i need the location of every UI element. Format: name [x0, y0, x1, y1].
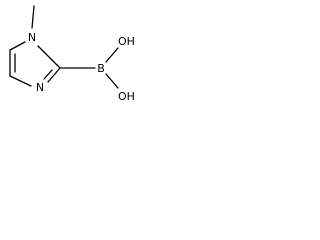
atom-label-n-ring: N	[36, 81, 44, 94]
atom-label-n-methyl: N	[28, 31, 36, 44]
b-oh-bottom-bond	[105, 73, 119, 89]
methyl-bond	[31, 5, 35, 29]
ring-bond-n1-c2	[37, 45, 61, 69]
ring-bond-c2-n3-inner	[43, 69, 53, 80]
structure-diagram: N N B OH OH	[9, 5, 135, 103]
atom-label-oh-top: OH	[118, 35, 135, 48]
atom-label-boron: B	[97, 62, 105, 75]
ring-bond-n3-c4	[9, 75, 32, 87]
ring-bond-c2-n3	[47, 67, 61, 83]
atom-label-oh-bottom: OH	[118, 90, 135, 103]
b-oh-top-bond	[105, 47, 119, 63]
ring-bond-c5-n1	[9, 41, 26, 51]
